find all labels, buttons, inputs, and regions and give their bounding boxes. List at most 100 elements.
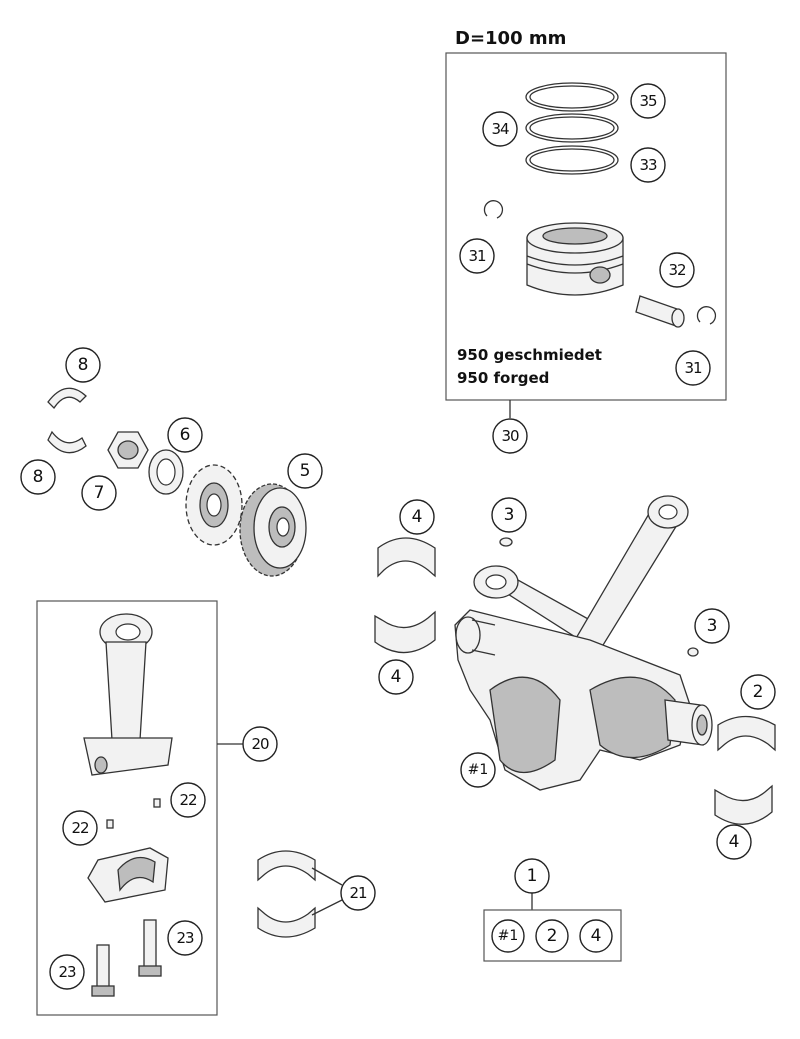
- bearing-shell-upper-8: [47, 387, 87, 410]
- svg-text:4: 4: [412, 507, 423, 527]
- main-bearing-lower-4-right: [714, 784, 773, 825]
- svg-text:31: 31: [684, 359, 702, 377]
- svg-text:1: 1: [527, 866, 538, 886]
- svg-text:32: 32: [668, 261, 686, 279]
- callout-3-lower: 3: [694, 608, 730, 644]
- conrod-kit-box: [36, 600, 218, 1016]
- callout-21: 21: [340, 875, 376, 911]
- callout-32: 32: [659, 252, 695, 288]
- callout-5: 5: [287, 453, 323, 489]
- callout-4-upper: 4: [399, 499, 435, 535]
- svg-text:#1: #1: [468, 762, 489, 778]
- leader-21b: [311, 899, 343, 916]
- crank-conrod-left: [473, 565, 591, 641]
- callout-6: 6: [167, 417, 203, 453]
- nut: [107, 431, 149, 469]
- callout-crankshaft: #1: [460, 752, 496, 788]
- main-bearing-lower-4: [374, 610, 436, 654]
- pin-22-left: [106, 819, 114, 829]
- kit-1-box: [483, 909, 622, 962]
- conrod-bearings-group: [257, 850, 343, 938]
- svg-text:21: 21: [349, 884, 367, 902]
- leader-21a: [311, 867, 343, 886]
- conrod-bearing-upper-21: [257, 850, 316, 882]
- piston-kit-group: D=100 mm: [445, 28, 727, 418]
- piston-box-header: D=100 mm: [455, 28, 566, 49]
- woodruff-key-lower: [687, 647, 699, 657]
- piston-kit-box: [445, 52, 727, 401]
- sprocket: [185, 464, 243, 546]
- main-bearing-upper-2: [717, 715, 776, 752]
- piston-note-german: 950 geschmiedet: [457, 346, 602, 364]
- kit-item-2: 2: [535, 919, 569, 953]
- svg-text:23: 23: [176, 929, 194, 947]
- svg-text:2: 2: [547, 926, 558, 946]
- pin-22-right: [153, 798, 161, 808]
- callout-35: 35: [630, 83, 666, 119]
- svg-text:4: 4: [729, 832, 740, 852]
- gear-train-group: [47, 387, 307, 577]
- crankshaft-journal-end: [664, 699, 713, 746]
- svg-text:6: 6: [180, 425, 191, 445]
- washer: [148, 449, 184, 495]
- crankshaft-splined-end: [455, 616, 496, 656]
- callout-2: 2: [740, 674, 776, 710]
- svg-text:30: 30: [501, 427, 519, 445]
- callout-31-right: 31: [675, 350, 711, 386]
- callout-30: 30: [492, 418, 528, 454]
- piston-note-english: 950 forged: [457, 369, 549, 387]
- conrod: [83, 613, 173, 776]
- crankshaft-assembly: [374, 495, 776, 825]
- conrod-bolt-right: [138, 919, 162, 977]
- svg-text:8: 8: [33, 467, 44, 487]
- piston-pin: [635, 295, 685, 328]
- crank-web-right: [589, 676, 676, 758]
- callout-23-right: 23: [167, 920, 203, 956]
- conrod-kit-group: [36, 600, 243, 1016]
- svg-text:31: 31: [468, 247, 486, 265]
- woodruff-key-upper: [499, 537, 513, 547]
- svg-text:2: 2: [753, 682, 764, 702]
- callout-3-upper: 3: [491, 497, 527, 533]
- crank-conrod-right: [574, 495, 689, 651]
- conrod-bearing-lower-21: [257, 906, 316, 938]
- circlip-left: [483, 200, 504, 219]
- callout-22-left: 22: [62, 810, 98, 846]
- svg-text:34: 34: [491, 120, 509, 138]
- svg-text:4: 4: [591, 926, 602, 946]
- callout-23-left: 23: [49, 954, 85, 990]
- circlip-right: [696, 306, 717, 325]
- callout-4-right: 4: [716, 824, 752, 860]
- svg-text:5: 5: [300, 461, 311, 481]
- callout-4-lower: 4: [378, 659, 414, 695]
- svg-text:3: 3: [504, 505, 515, 525]
- conrod-cap: [87, 847, 169, 903]
- callout-8-top: 8: [65, 347, 101, 383]
- callout-1: 1: [514, 858, 550, 894]
- callout-8-bottom: 8: [20, 459, 56, 495]
- bearing-shell-lower-8: [47, 430, 87, 454]
- svg-text:3: 3: [707, 616, 718, 636]
- callout-22-right: 22: [170, 782, 206, 818]
- svg-text:22: 22: [71, 819, 89, 837]
- svg-text:4: 4: [391, 667, 402, 687]
- svg-text:20: 20: [251, 735, 269, 753]
- crank-web-left: [489, 676, 561, 773]
- main-bearing-upper-4: [377, 537, 436, 578]
- svg-text:8: 8: [78, 355, 89, 375]
- piston-ring-top: [525, 82, 619, 112]
- gear-wheel: [239, 483, 307, 577]
- svg-text:7: 7: [94, 483, 105, 503]
- svg-text:35: 35: [639, 92, 657, 110]
- svg-text:#1: #1: [498, 928, 519, 944]
- svg-text:23: 23: [58, 963, 76, 981]
- conrod-bolt-left: [91, 944, 115, 997]
- piston-ring-bottom: [525, 145, 619, 175]
- callout-31-left: 31: [459, 238, 495, 274]
- kit-item-4: 4: [579, 919, 613, 953]
- callout-7: 7: [81, 475, 117, 511]
- kit-item-crankshaft: #1: [491, 919, 525, 953]
- piston-ring-middle: [525, 113, 619, 143]
- callout-20: 20: [242, 726, 278, 762]
